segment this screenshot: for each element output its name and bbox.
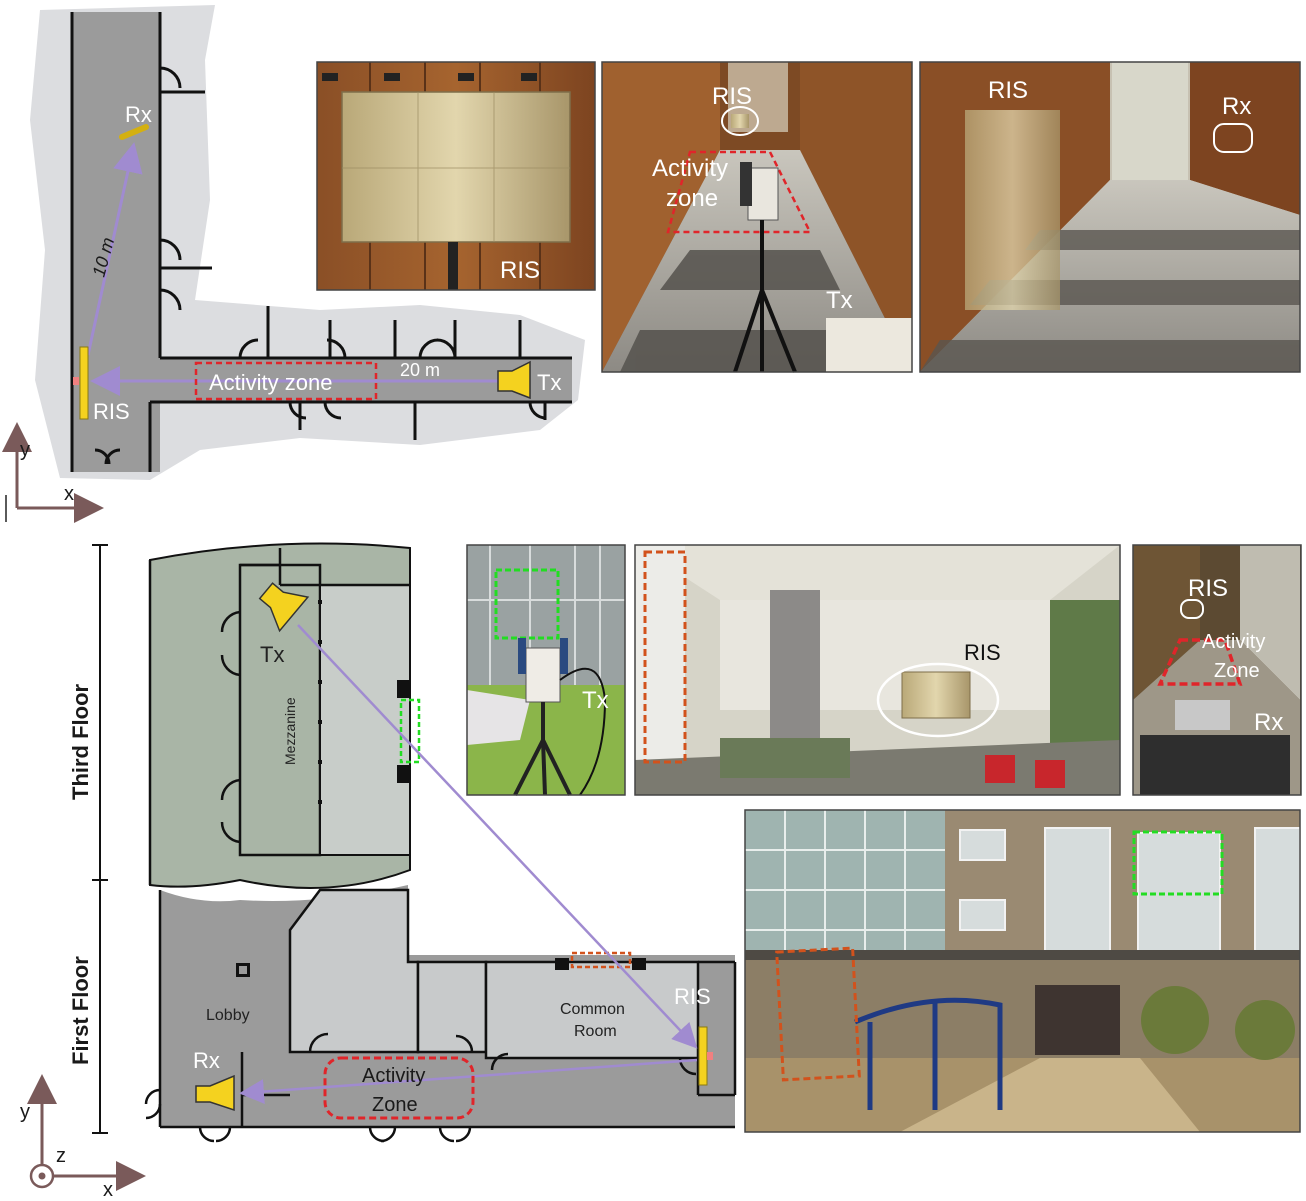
top-plan-activity-zone <box>194 361 378 401</box>
photo-frames <box>316 61 1302 1133</box>
bottom-floor-plan: Third Floor First Floor Mezzanine <box>20 542 737 1201</box>
bottom-plan-tx-to-ris-arrow <box>297 624 698 1049</box>
bottom-plan-rx-label: Rx <box>193 1048 220 1073</box>
mezzanine-label: Mezzanine <box>282 697 298 765</box>
photo4-window-highlight <box>494 568 560 640</box>
first-floor-stair-room <box>288 888 420 1054</box>
photo2-tx-device <box>747 167 779 221</box>
top-plan-ris-to-rx-arrow <box>86 142 143 356</box>
bottom-plan-axes <box>27 1074 146 1191</box>
first-floor-window-highlight <box>570 951 632 969</box>
photo3-rx-circle <box>1213 123 1253 153</box>
top-plan-walls <box>70 12 572 472</box>
photo5-ris-panel <box>901 671 971 719</box>
bottom-plan-activity-zone <box>323 1056 475 1120</box>
photo7-window-highlight-orange <box>775 946 861 1082</box>
photo3-ris-panel <box>965 110 1060 310</box>
photo4-tx-label: Tx <box>582 687 609 714</box>
bottom-plan-axis-z-label: z <box>56 1145 66 1167</box>
top-floor-plan: Rx 10 m RIS Activity zone 20 m Tx y x <box>1 5 585 523</box>
photo5-ris-circle <box>876 662 1000 738</box>
bottom-plan-ris-device <box>698 1026 708 1086</box>
top-photo-corridor-tx: RIS Activity zone Tx <box>602 62 912 373</box>
bottom-plan-axis-y-label: y <box>20 1101 30 1123</box>
photo1-ris-panel <box>341 91 571 243</box>
bottom-plan-activity-line1: Activity <box>362 1065 425 1087</box>
top-plan-ris-marker <box>73 377 79 385</box>
bottom-photo-corridor-rx: RIS Activity Zone Rx <box>1133 545 1301 795</box>
photo2-ris-label: RIS <box>712 83 752 110</box>
photo4-tx-device <box>525 647 561 703</box>
top-plan-ris-label: RIS <box>93 399 130 424</box>
top-plan-ris-device <box>79 346 89 420</box>
lobby-label: Lobby <box>206 1007 250 1024</box>
floor-label-first: First Floor <box>68 956 93 1065</box>
bottom-plan-activity-line2: Zone <box>372 1094 418 1116</box>
top-photo-corridor-rx: RIS Rx <box>920 62 1300 372</box>
top-plan-axis-x-label: x <box>64 483 74 505</box>
photo3-rx-label: Rx <box>1222 93 1251 120</box>
top-plan-distance-horizontal: 20 m <box>400 360 440 380</box>
top-plan-tx-label: Tx <box>537 370 561 395</box>
photo6-rx-label: Rx <box>1254 709 1283 736</box>
top-plan-activity-zone-label: Activity zone <box>209 370 333 395</box>
bottom-plan-axis-x-label: x <box>103 1179 113 1201</box>
photo5-ris-label: RIS <box>964 640 1001 665</box>
photo7-window-highlight-green <box>1132 830 1224 896</box>
photo6-ris-label: RIS <box>1188 575 1228 602</box>
third-floor-window-highlight <box>399 698 421 764</box>
photo2-activity-zone <box>666 150 813 234</box>
bottom-plan-rx-horn-icon <box>195 1074 235 1112</box>
photo6-zone-line1: Activity <box>1202 631 1265 653</box>
top-plan-rx-device <box>119 124 149 140</box>
photo2-zone-line1: Activity <box>652 155 728 182</box>
first-floor-side-room <box>416 960 488 1054</box>
top-plan-tx-horn-icon <box>497 360 531 400</box>
photo1-ris-label: RIS <box>500 257 540 284</box>
photo6-zone-line2: Zone <box>1214 660 1260 682</box>
photo2-tx-label: Tx <box>826 287 853 314</box>
floor-brackets <box>92 544 108 1134</box>
photo2-zone-line2: zone <box>666 185 718 212</box>
photo6-activity-zone <box>1157 638 1243 686</box>
bottom-plan-ris-marker <box>707 1052 713 1060</box>
photo3-ris-label: RIS <box>988 77 1028 104</box>
third-floor-void <box>319 584 411 856</box>
bottom-photo-common-room: RIS <box>635 545 1120 795</box>
common-room-line1: Common <box>560 1001 625 1018</box>
floor-label-third: Third Floor <box>68 683 93 800</box>
bottom-photo-building-exterior <box>745 810 1301 1132</box>
photo5-window-highlight <box>643 550 687 764</box>
bottom-plan-tx-horn-icon <box>258 582 310 633</box>
bottom-photo-tx-tripod: Tx <box>467 545 625 796</box>
bottom-plan-ris-to-rx-arrow <box>239 1058 698 1105</box>
top-plan-axis-y-label: y <box>20 439 30 461</box>
bottom-plan-tx-label: Tx <box>260 642 284 667</box>
bottom-plan-ris-label: RIS <box>674 984 711 1009</box>
photo6-ris-circle <box>1180 599 1204 619</box>
top-plan-rx-label: Rx <box>125 102 152 127</box>
photo2-ris-circle <box>721 106 759 136</box>
top-plan-axes <box>1 422 104 523</box>
first-floor-corridor <box>160 1055 735 1127</box>
common-room-line2: Room <box>574 1023 617 1040</box>
top-photo-ris-closeup: RIS <box>317 62 595 290</box>
